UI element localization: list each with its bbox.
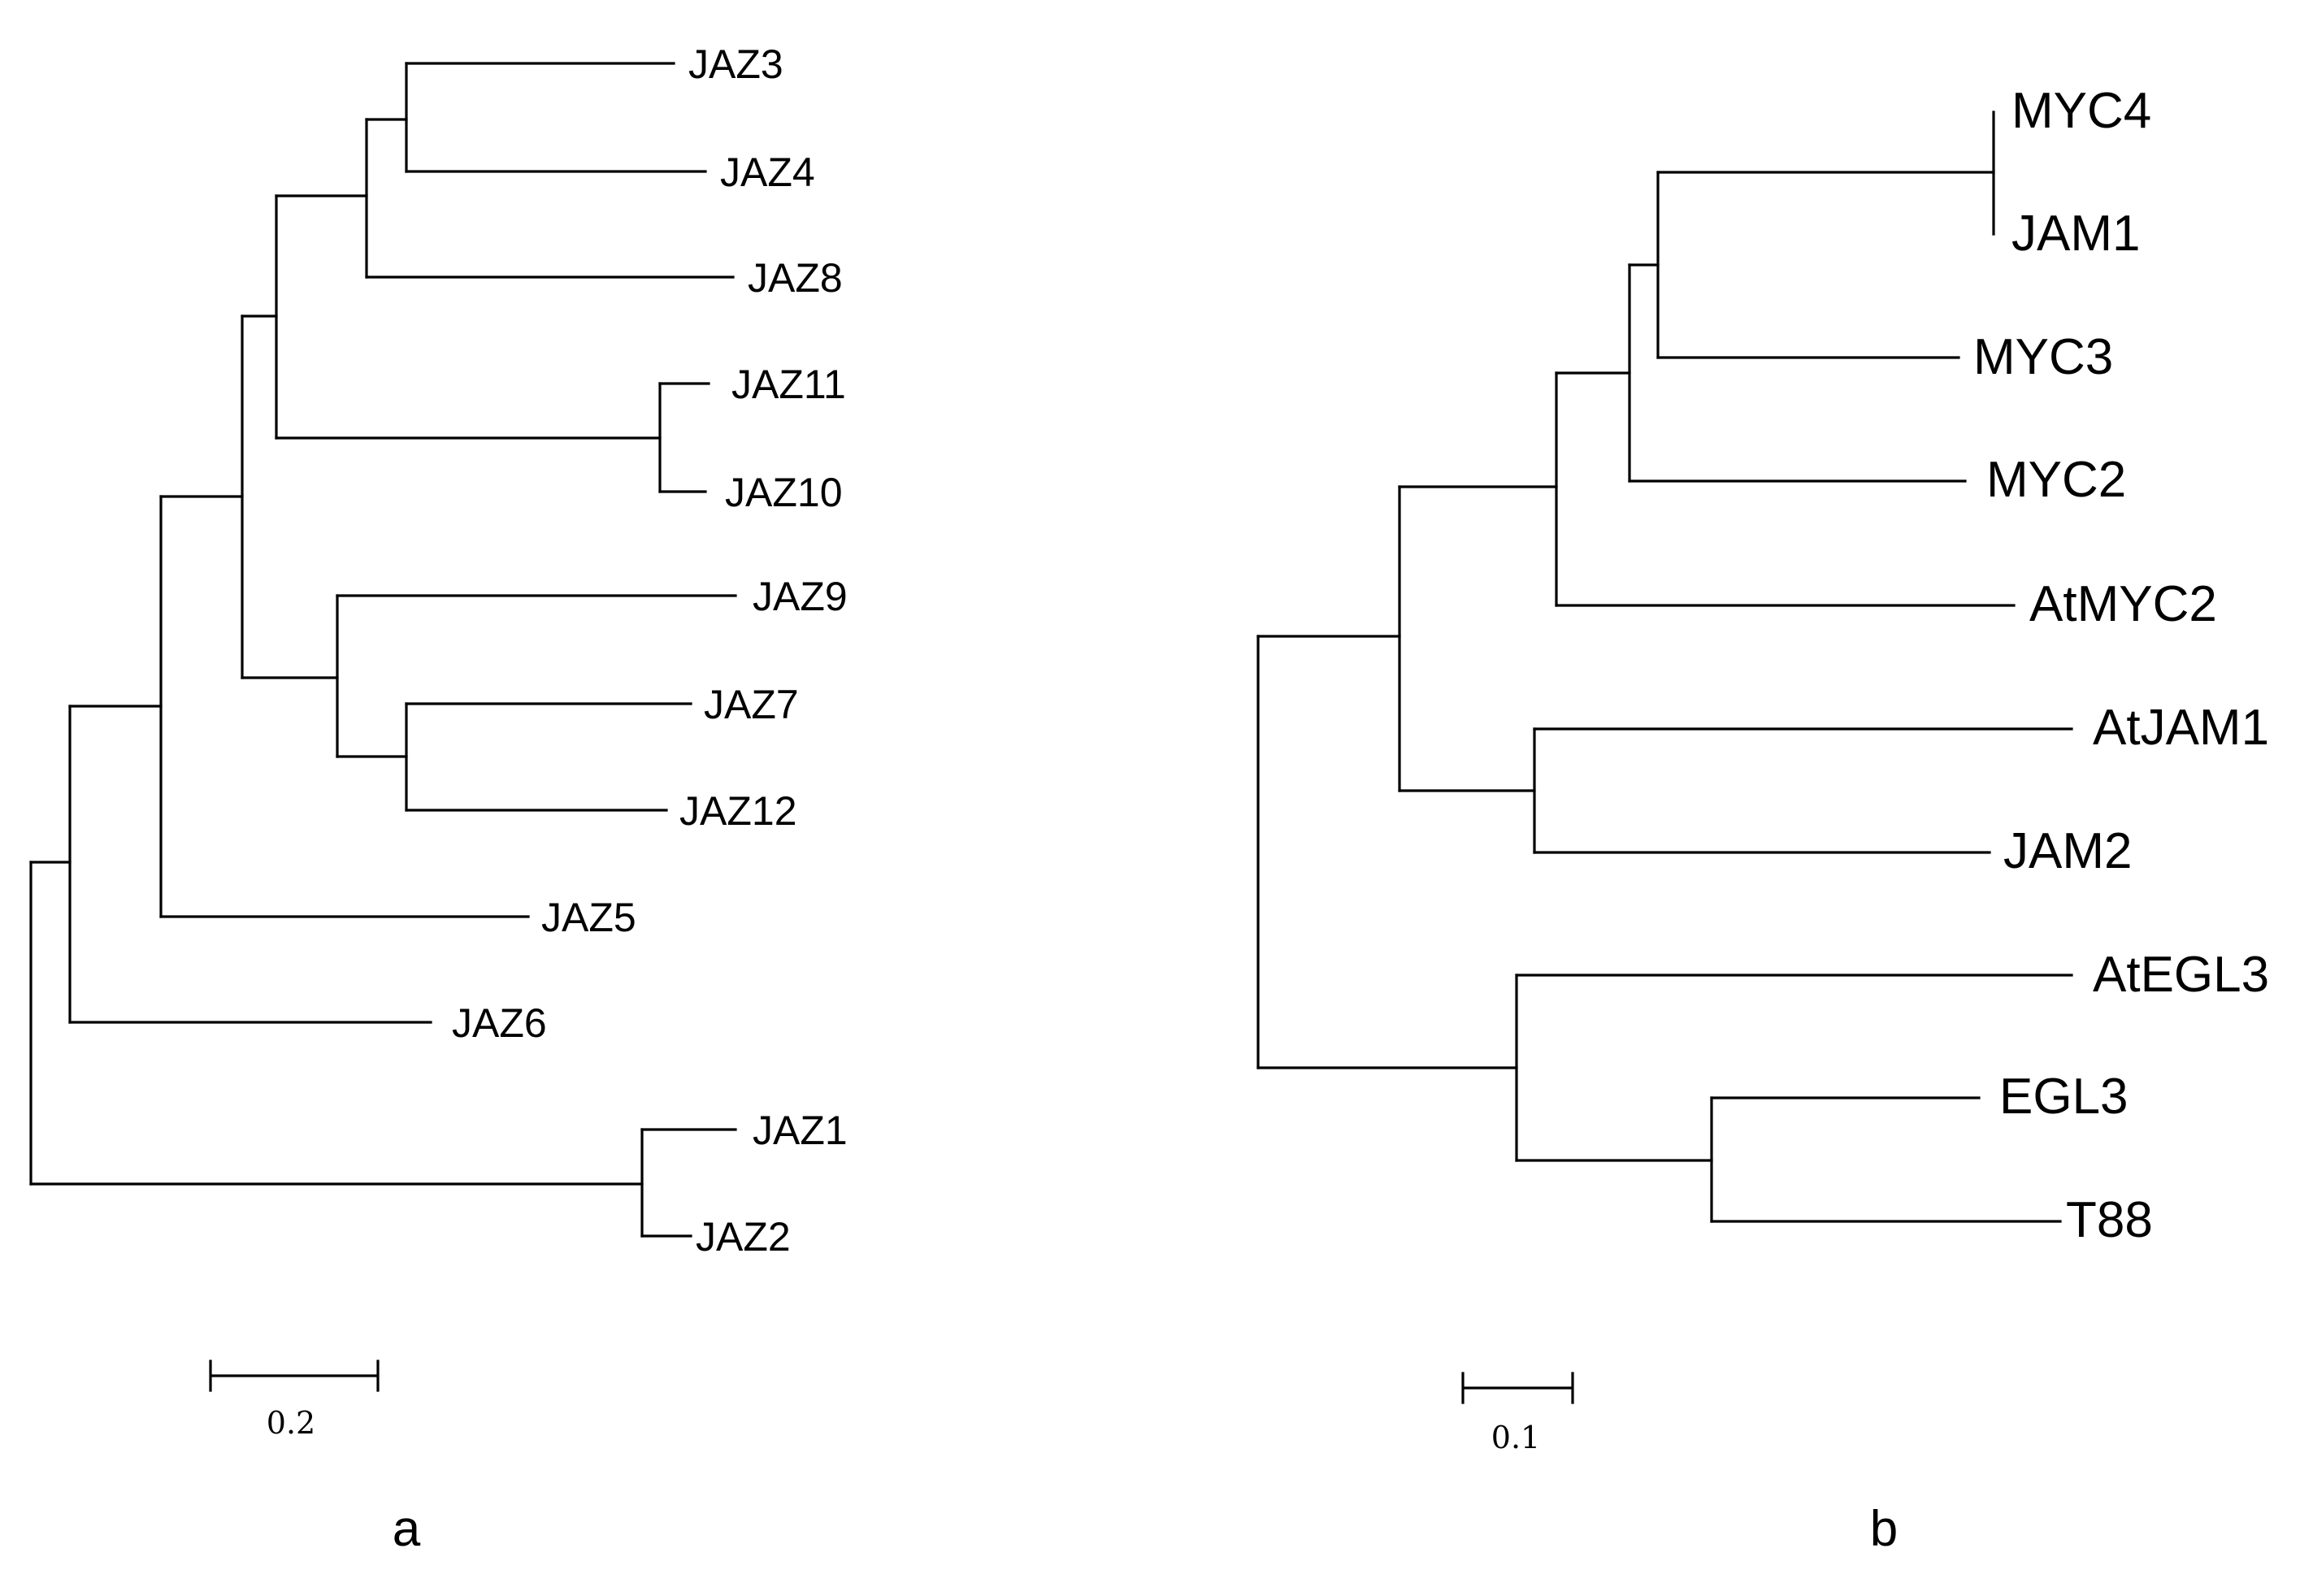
leaf-label: JAZ6 xyxy=(452,1000,547,1046)
tree-a-leaf-labels: JAZ3 JAZ4 JAZ8 JAZ11 JAZ10 JAZ9 JAZ7 JAZ… xyxy=(452,41,848,1260)
leaf-label: JAZ7 xyxy=(704,682,799,727)
leaf-label: AtJAM1 xyxy=(2093,700,2269,756)
leaf-label: JAZ10 xyxy=(725,470,843,515)
leaf-label: MYC3 xyxy=(1973,329,2113,385)
leaf-label: JAZ2 xyxy=(696,1214,791,1260)
leaf-label: JAZ11 xyxy=(731,362,846,407)
tree-a-branches xyxy=(29,62,737,1238)
leaf-label: EGL3 xyxy=(1999,1069,2129,1125)
panel-label-b: b xyxy=(1870,1501,1898,1557)
scale-bar-line xyxy=(1461,1372,1574,1404)
scale-bar-label: 0.1 xyxy=(1491,1420,1540,1455)
leaf-label: MYC2 xyxy=(1986,452,2126,508)
tree-b-branches xyxy=(1256,111,2073,1223)
leaf-label: T88 xyxy=(2066,1192,2153,1248)
tree-a: JAZ3 JAZ4 JAZ8 JAZ11 JAZ10 JAZ9 JAZ7 JAZ… xyxy=(29,41,848,1557)
leaf-label: AtMYC2 xyxy=(2029,576,2217,632)
leaf-label: MYC4 xyxy=(2011,83,2151,139)
panel-label-a: a xyxy=(393,1501,421,1557)
scale-bar-a: 0.2 xyxy=(209,1360,380,1441)
scale-bar-b: 0.1 xyxy=(1461,1372,1574,1455)
leaf-label: JAZ1 xyxy=(753,1108,848,1153)
leaf-label: JAZ8 xyxy=(748,255,843,301)
leaf-label: JAM1 xyxy=(2011,206,2140,262)
tree-b-leaf-labels: MYC4 JAM1 MYC3 MYC2 AtMYC2 AtJAM1 JAM2 A… xyxy=(1973,83,2269,1248)
leaf-label: JAM2 xyxy=(2003,823,2132,879)
leaf-label: JAZ12 xyxy=(679,788,797,834)
leaf-label: JAZ9 xyxy=(753,574,848,619)
tree-b: MYC4 JAM1 MYC3 MYC2 AtMYC2 AtJAM1 JAM2 A… xyxy=(1256,83,2269,1557)
scale-bar-label: 0.2 xyxy=(267,1405,315,1441)
leaf-label: AtEGL3 xyxy=(2093,947,2269,1003)
leaf-label: JAZ4 xyxy=(720,150,815,195)
leaf-label: JAZ5 xyxy=(541,895,636,940)
scale-bar-line xyxy=(209,1360,380,1392)
leaf-label: JAZ3 xyxy=(688,41,783,87)
